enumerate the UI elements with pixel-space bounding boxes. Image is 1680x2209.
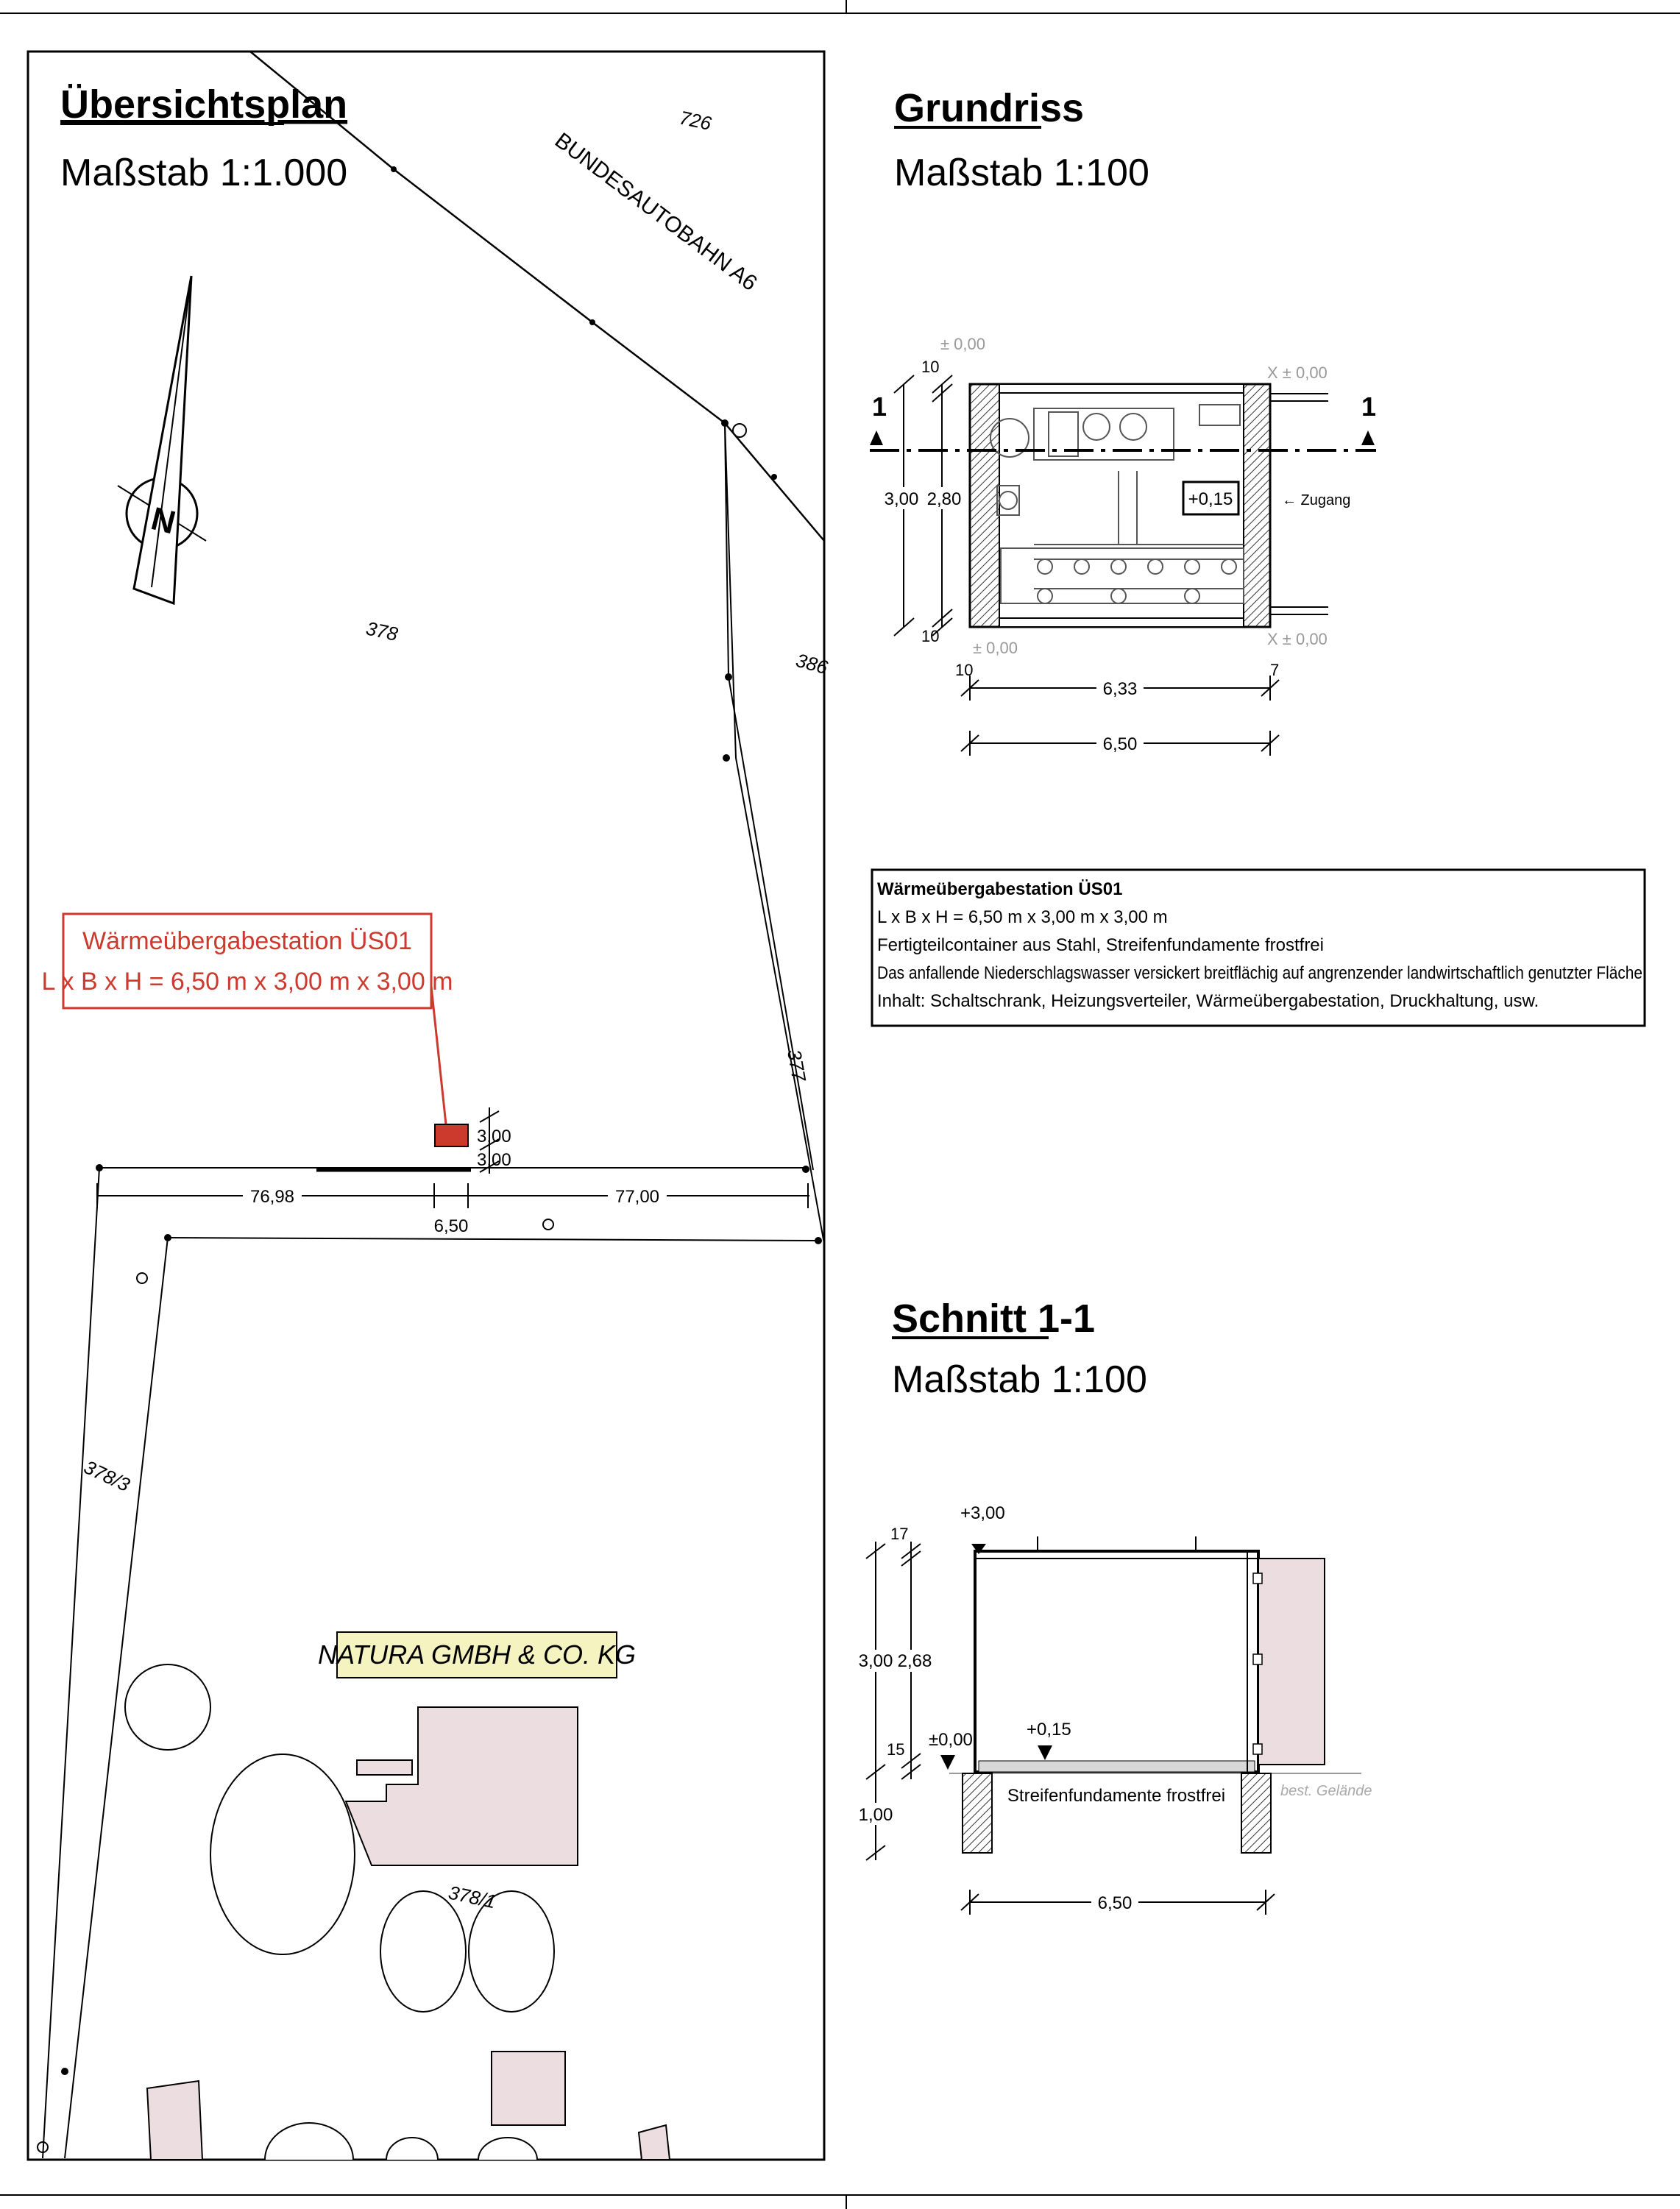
floorplan-dim-wall-right: 7	[1270, 661, 1279, 679]
building-main	[344, 1706, 578, 1866]
section-container	[974, 1550, 1260, 1773]
floorplan-title: Grundriss	[894, 86, 1084, 130]
section-dim-length: 6,50	[1098, 1893, 1133, 1913]
station-dim-depth-b: 3,00	[477, 1150, 511, 1170]
section-mark-right: 1	[1361, 391, 1376, 422]
station-callout-dimensions: L x B x H = 6,50 m x 3,00 m x 3,00 m	[41, 968, 453, 996]
tank	[124, 1664, 211, 1751]
terrain-label: best. Gelände	[1280, 1783, 1372, 1799]
floorplan-dim-wall-left: 10	[955, 661, 973, 679]
station-callout	[62, 912, 433, 1010]
tank	[380, 1890, 467, 2013]
tank	[468, 1890, 555, 2013]
section-view: Schnitt 1-1 Maßstab 1:100 Streifenfundam…	[857, 1297, 1372, 1915]
section-mark-left: 1	[872, 391, 887, 422]
company-label-box	[336, 1631, 617, 1678]
station-callout-title: Wärmeübergabestation ÜS01	[82, 927, 412, 955]
floorplan-dim-wall-top: 10	[921, 358, 939, 376]
overview-scale: Maßstab 1:1.000	[60, 152, 347, 194]
section-side-unit	[1258, 1558, 1325, 1765]
section-level-top: +3,00	[960, 1503, 1005, 1523]
description-line: L x B x H = 6,50 m x 3,00 m x 3,00 m	[877, 907, 1168, 927]
floorplan-dim-total-length: 6,50	[1103, 734, 1138, 754]
floor-level-tag	[1182, 481, 1240, 516]
section-dim-foundation: 1,00	[859, 1805, 893, 1825]
company-label: NATURA GMBH & CO. KG	[318, 1639, 636, 1670]
equipment-sketch	[990, 404, 1244, 604]
foundation-label: Streifenfundamente frostfrei	[1007, 1786, 1225, 1806]
section-scale: Maßstab 1:100	[892, 1358, 1147, 1401]
building-small	[491, 2051, 566, 2126]
section-level-ground: ±0,00	[929, 1730, 973, 1750]
access-label: ← Zugang	[1282, 492, 1350, 508]
floorplan-dim-wall-bottom: 10	[921, 627, 939, 645]
section-dim-roof: 17	[890, 1525, 908, 1543]
description-line: Das anfallende Niederschlagswasser versi…	[877, 963, 1642, 983]
foundation-left	[962, 1773, 993, 1854]
section-level-floor: +0,15	[1027, 1720, 1071, 1740]
description-title: Wärmeübergabestation ÜS01	[877, 879, 1122, 899]
station-dim-depth-a: 3,00	[477, 1127, 511, 1146]
floorplan-dim-total-depth: 3,00	[885, 489, 919, 509]
overview-dim-width: 6,50	[434, 1216, 469, 1236]
floorplan-level-corner-bottom: ± 0,00	[973, 639, 1018, 657]
foundation-right	[1241, 1773, 1272, 1854]
floorplan-level-corner-top-right: X ± 0,00	[1267, 364, 1328, 382]
overview-dim-left: 76,98	[250, 1187, 294, 1207]
overview-dim-right: 77,00	[615, 1187, 659, 1207]
section-title: Schnitt 1-1	[892, 1297, 1095, 1341]
floorplan-view: Grundriss Maßstab 1:100	[870, 86, 1376, 756]
tank	[210, 1754, 355, 1955]
floorplan-level-corner-top: ± 0,00	[940, 335, 985, 353]
overview-plan: Übersichtsplan Maßstab 1:1.000 BUNDESAUT…	[26, 50, 831, 2161]
floorplan-scale: Maßstab 1:100	[894, 152, 1149, 194]
description-line: Fertigteilcontainer aus Stahl, Streifenf…	[877, 935, 1324, 955]
overview-title: Übersichtsplan	[60, 82, 347, 127]
section-dim-total-height: 3,00	[859, 1651, 893, 1671]
section-dim-inner-height: 2,68	[898, 1651, 932, 1671]
station-marker	[434, 1124, 469, 1147]
floorplan-dim-inner-length: 6,33	[1103, 679, 1138, 699]
section-dim-floor: 15	[887, 1740, 904, 1759]
north-arrow-icon: N	[117, 275, 207, 606]
floorplan-level-corner-bottom-right: X ± 0,00	[1267, 630, 1328, 648]
floorplan-dim-inner-depth: 2,80	[927, 489, 962, 509]
description-box: Wärmeübergabestation ÜS01 L x B x H = 6,…	[871, 868, 1646, 1027]
description-line: Inhalt: Schaltschrank, Heizungsverteiler…	[877, 991, 1539, 1011]
floorplan-level-main: +0,15	[1188, 489, 1233, 509]
